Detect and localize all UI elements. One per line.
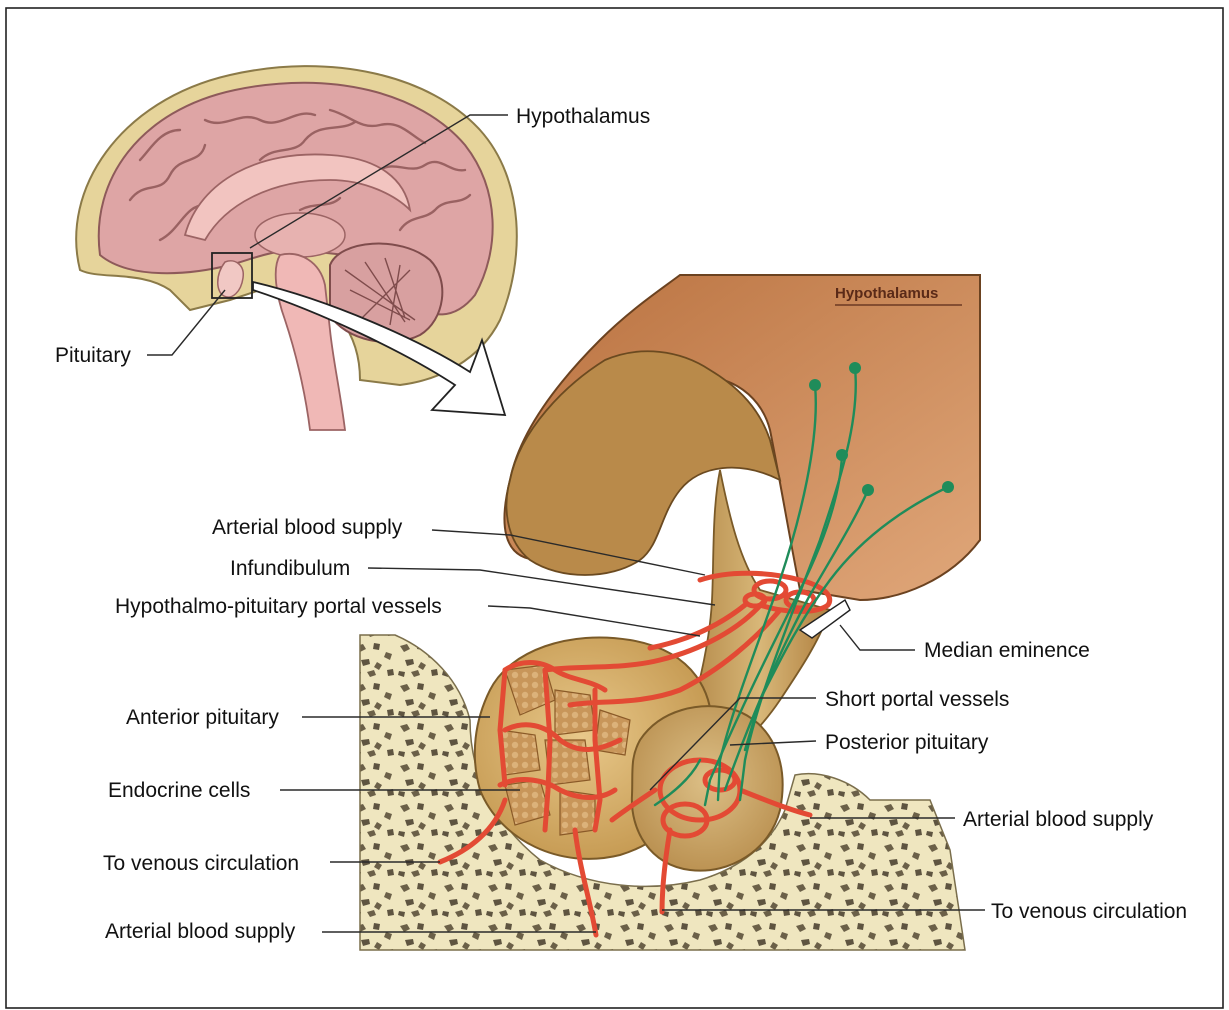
label-anterior-pituitary: Anterior pituitary: [126, 706, 279, 729]
thalamus: [255, 213, 345, 257]
label-portal-vessels: Hypothalmo-pituitary portal vessels: [115, 595, 442, 618]
label-to-venous-circulation-left: To venous circulation: [103, 852, 299, 875]
label-pituitary: Pituitary: [55, 344, 131, 367]
label-endocrine-cells: Endocrine cells: [108, 779, 250, 802]
label-arterial-blood-supply-bottom: Arterial blood supply: [105, 920, 296, 943]
label-to-venous-circulation-right: To venous circulation: [991, 900, 1187, 923]
hypothalamus-inset-label: Hypothalamus: [835, 285, 938, 302]
label-short-portal-vessels: Short portal vessels: [825, 688, 1009, 711]
label-posterior-pituitary: Posterior pituitary: [825, 731, 989, 754]
label-arterial-blood-supply-right: Arterial blood supply: [963, 808, 1154, 831]
label-hypothalamus: Hypothalamus: [516, 105, 650, 128]
label-infundibulum: Infundibulum: [230, 557, 350, 580]
label-arterial-blood-supply-top: Arterial blood supply: [212, 516, 403, 539]
label-median-eminence: Median eminence: [924, 639, 1090, 662]
